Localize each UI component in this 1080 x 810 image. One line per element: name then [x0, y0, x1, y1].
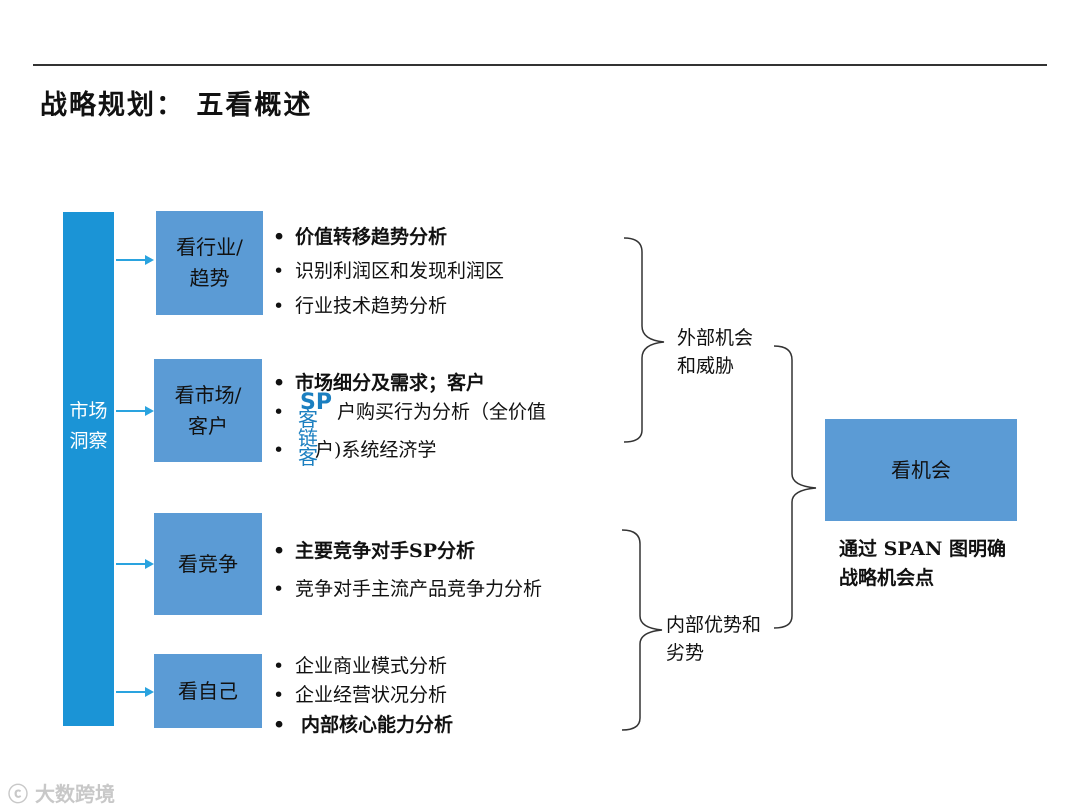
bullet-item: •识别利润区和发现利润区 — [273, 260, 505, 282]
box-self-label: 看自己 — [178, 678, 238, 703]
box-competition: 看竞争 — [154, 513, 262, 615]
arrow-line — [116, 259, 146, 261]
arrow-line — [116, 410, 146, 412]
bullet-item: •行业技术趋势分析 — [273, 295, 448, 317]
bullet-item: •主要竞争对手SP分析 — [273, 540, 476, 562]
box-self: 看自己 — [154, 654, 262, 728]
box-market-customer: 看市场/客户 — [154, 359, 262, 462]
opportunity-box: 看机会 — [825, 419, 1017, 521]
bullet-item: •户购买行为分析（全价值 — [273, 401, 547, 423]
internal-label: 内部优势和劣势 — [666, 614, 762, 664]
box-industry-trend: 看行业/趋势 — [156, 211, 263, 315]
arrow-line — [116, 691, 146, 693]
bullet-item: •价值转移趋势分析 — [273, 226, 448, 248]
bullet-item: •企业经营状况分析 — [273, 684, 448, 706]
box-market-customer-label: 看市场/客户 — [174, 382, 242, 438]
bullet-item: •户)系统经济学 — [273, 439, 437, 461]
box-industry-trend-label: 看行业/趋势 — [176, 235, 243, 290]
page-title: 战略规划： 五看概述 — [40, 90, 313, 121]
watermark-logo: ⓒ 大数跨境 — [8, 782, 115, 806]
watermark-icon: ⓒ — [8, 782, 28, 806]
arrow-right-icon — [145, 687, 154, 697]
bullet-item: •竞争对手主流产品竞争力分析 — [273, 578, 543, 600]
market-insight-bar — [63, 212, 114, 726]
opportunity-box-label: 看机会 — [891, 457, 951, 482]
arrow-right-icon — [145, 559, 154, 569]
bullet-item: •企业商业模式分析 — [273, 655, 448, 677]
opportunity-description: 通过 SPAN 图明确战略机会点 — [839, 538, 1006, 589]
overlap-sp-text: SP — [300, 390, 332, 415]
bracket-internal — [621, 529, 663, 731]
bracket-combined — [773, 345, 817, 629]
arrow-right-icon — [145, 255, 154, 265]
arrow-right-icon — [145, 406, 154, 416]
top-divider — [33, 64, 1047, 66]
bracket-external — [623, 237, 665, 443]
bullet-item: •市场细分及需求；客户 — [273, 372, 486, 394]
arrow-line — [116, 563, 146, 565]
market-insight-label: 市场洞察 — [69, 400, 108, 452]
overlap-column-text: 客链客 — [298, 407, 318, 469]
external-label: 外部机会和威胁 — [677, 327, 754, 377]
box-competition-label: 看竞争 — [178, 551, 238, 576]
bullet-item: •内部核心能力分析 — [273, 714, 454, 736]
